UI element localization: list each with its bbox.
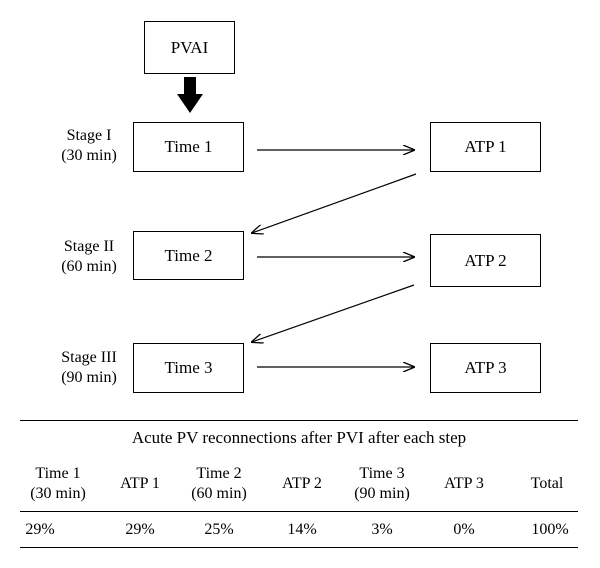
table-bottom-rule bbox=[20, 547, 578, 548]
stage-1-label: Stage I (30 min) bbox=[49, 126, 129, 166]
header-time-3-line1: Time 3 bbox=[359, 465, 405, 482]
atp-2-box: ATP 2 bbox=[430, 234, 541, 287]
header-atp-2: ATP 2 bbox=[282, 474, 322, 494]
header-time-1-line1: Time 1 bbox=[35, 465, 81, 482]
atp-1-box: ATP 1 bbox=[430, 122, 541, 172]
table-mid-rule bbox=[20, 511, 578, 512]
atp-3-label: ATP 3 bbox=[464, 358, 507, 377]
header-total: Total bbox=[531, 474, 564, 494]
time-3-label: Time 3 bbox=[164, 358, 213, 377]
pvai-box: PVAI bbox=[144, 21, 235, 74]
time-1-box: Time 1 bbox=[133, 122, 244, 172]
time-2-box: Time 2 bbox=[133, 231, 244, 280]
header-time-2: Time 2 (60 min) bbox=[191, 464, 247, 504]
header-time-1-line2: (30 min) bbox=[30, 485, 86, 502]
atp-3-box: ATP 3 bbox=[430, 343, 541, 393]
header-atp-3-line1: ATP 3 bbox=[444, 475, 484, 492]
stage-1-name: Stage I bbox=[66, 127, 112, 144]
stage-2-duration: (60 min) bbox=[61, 258, 117, 275]
atp-1-label: ATP 1 bbox=[464, 137, 507, 156]
stage-3-label: Stage III (90 min) bbox=[49, 348, 129, 388]
header-atp-2-line1: ATP 2 bbox=[282, 475, 322, 492]
time-2-label: Time 2 bbox=[164, 245, 213, 265]
value-total: 100% bbox=[531, 521, 569, 538]
header-time-3-line2: (90 min) bbox=[354, 485, 410, 502]
value-atp-3: 0% bbox=[453, 521, 475, 538]
stage-2-name: Stage II bbox=[63, 238, 115, 255]
arrow-atp1-time2 bbox=[252, 173, 417, 233]
header-atp-1: ATP 1 bbox=[120, 474, 160, 494]
value-time-1: 29% bbox=[25, 521, 55, 538]
down-arrow-icon bbox=[177, 77, 203, 113]
header-time-2-line1: Time 2 bbox=[196, 465, 242, 482]
atp-2-label: ATP 2 bbox=[464, 250, 507, 270]
header-time-3: Time 3 (90 min) bbox=[354, 464, 410, 504]
stage-2-label: Stage II (60 min) bbox=[49, 237, 129, 277]
header-atp-1-line1: ATP 1 bbox=[120, 475, 160, 492]
header-time-1: Time 1 (30 min) bbox=[30, 464, 86, 504]
table-title: Acute PV reconnections after PVI after e… bbox=[131, 428, 467, 447]
time-1-label: Time 1 bbox=[164, 137, 213, 156]
value-time-2: 25% bbox=[204, 521, 234, 538]
arrow-atp2-time3 bbox=[252, 284, 415, 342]
stage-1-duration: (30 min) bbox=[61, 147, 117, 164]
value-atp-1: 29% bbox=[125, 521, 155, 538]
header-time-2-line2: (60 min) bbox=[191, 485, 247, 502]
header-atp-3: ATP 3 bbox=[444, 474, 484, 494]
stage-3-name: Stage III bbox=[61, 349, 117, 366]
pvai-label: PVAI bbox=[170, 37, 209, 57]
stage-3-duration: (90 min) bbox=[61, 369, 117, 386]
table-top-rule bbox=[20, 420, 578, 421]
header-total-line1: Total bbox=[530, 475, 564, 492]
value-time-3: 3% bbox=[371, 521, 393, 538]
time-3-box: Time 3 bbox=[133, 343, 244, 393]
value-atp-2: 14% bbox=[287, 521, 317, 538]
